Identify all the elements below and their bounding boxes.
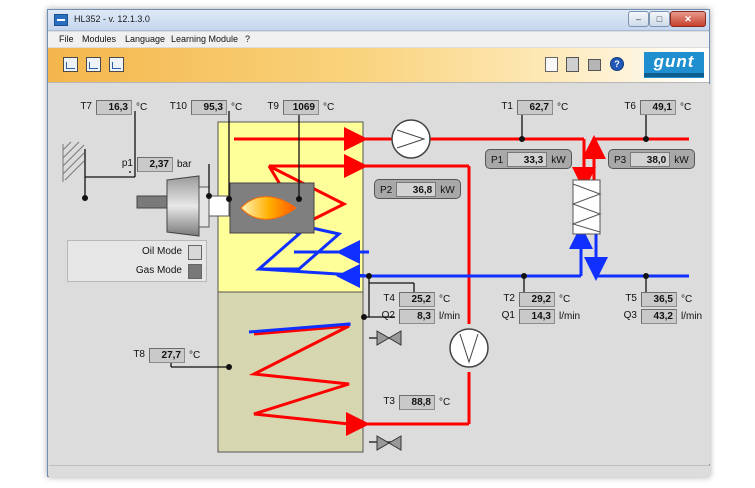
menu-help[interactable]: ? — [245, 34, 251, 44]
app-icon — [54, 14, 68, 26]
red-coil-lower — [248, 324, 350, 426]
pump-1-icon — [391, 119, 431, 159]
valve-2-icon[interactable] — [376, 435, 402, 451]
mode-selector: Oil Mode Gas Mode — [67, 240, 207, 282]
gas-mode-row[interactable]: Gas Mode — [136, 262, 202, 280]
blue-coil-lower — [248, 322, 351, 334]
burner-pipe — [136, 195, 168, 209]
gas-mode-switch[interactable] — [188, 264, 202, 279]
close-button[interactable]: ✕ — [670, 11, 706, 27]
chart-edit-icon[interactable] — [86, 57, 101, 72]
menu-learning-module[interactable]: Learning Module — [171, 34, 239, 44]
menu-file[interactable]: File — [59, 34, 74, 44]
chart-icon[interactable] — [63, 57, 78, 72]
valve-1-icon[interactable] — [376, 330, 402, 346]
sensor-dots — [82, 136, 649, 370]
burner-nozzle — [208, 195, 230, 217]
gunt-logo: gunt — [644, 52, 704, 78]
oil-mode-row[interactable]: Oil Mode — [142, 243, 202, 261]
menu-modules[interactable]: Modules — [82, 34, 117, 44]
oil-mode-switch[interactable] — [188, 245, 202, 260]
pump-1-symbol — [396, 129, 426, 149]
logo-text: gunt — [653, 52, 695, 71]
help-icon[interactable]: ? — [610, 57, 624, 71]
app-window: HL352 - v. 12.1.3.0 – □ ✕ File Modules L… — [47, 9, 710, 477]
menu-language[interactable]: Language — [125, 34, 166, 44]
heat-exchanger — [572, 179, 601, 235]
toolbar: ? gunt — [48, 48, 709, 83]
process-diagram: .ro { position: absolute; height: 15px; … — [49, 84, 710, 464]
menu-bar: File Modules Language Learning Module ? — [48, 32, 709, 47]
pump-2-icon — [449, 328, 489, 368]
title-bar: HL352 - v. 12.1.3.0 – □ ✕ — [48, 10, 709, 31]
pump-2-symbol — [459, 333, 479, 364]
print-icon[interactable] — [588, 59, 601, 71]
flame-icon — [240, 196, 297, 220]
wall-hatch — [62, 141, 85, 182]
tank-lower — [217, 291, 364, 453]
blue-coil-exit — [258, 267, 370, 278]
save-icon[interactable] — [566, 57, 579, 72]
burner-body — [166, 175, 200, 237]
maximize-button[interactable]: □ — [649, 11, 670, 27]
status-bar — [49, 465, 710, 477]
minimize-button[interactable]: – — [628, 11, 649, 27]
burner-flange — [198, 186, 210, 228]
window-title: HL352 - v. 12.1.3.0 — [74, 14, 150, 24]
document-icon[interactable] — [545, 57, 558, 72]
hx-plates — [571, 183, 602, 233]
settings-chart-icon[interactable] — [109, 57, 124, 72]
